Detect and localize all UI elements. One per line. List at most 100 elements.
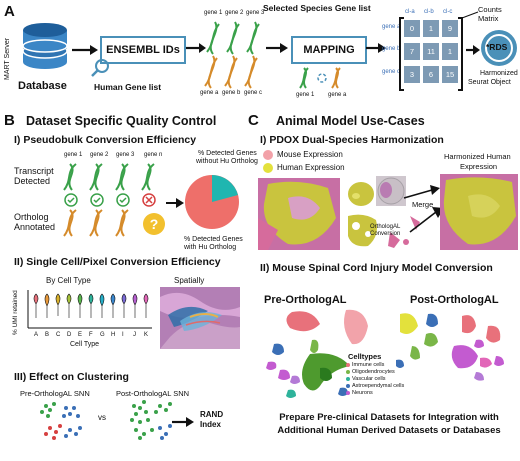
- species-gene-1: gene 1: [204, 10, 223, 16]
- svg-text:?: ?: [150, 216, 159, 232]
- spatial-tissue-image: [160, 287, 240, 349]
- cell-type-tick: E: [78, 332, 83, 338]
- legend-dot: [346, 363, 350, 367]
- ortholog-pie-chart: [185, 175, 239, 229]
- matrix-col-b: cl-b: [424, 9, 434, 15]
- harmonized-tissue: [440, 174, 518, 250]
- counts-matrix-pointer: [461, 11, 479, 19]
- cell-type-tick: C: [56, 332, 61, 338]
- arrow-to-pie: [166, 198, 184, 208]
- ensembl-ids-box: ENSEMBL IDs: [100, 36, 186, 64]
- celltype-legend-item: Vascular cells: [346, 376, 386, 382]
- cell-type-tick: H: [111, 332, 116, 338]
- mart-server-label: MART Server: [4, 37, 11, 80]
- celltype-legend-item: Oligodendrocytes: [346, 369, 395, 375]
- human-gene-c: gene c: [244, 90, 263, 96]
- orthologal-conversion-2: Conversion: [370, 231, 401, 237]
- panel-b-sub2: II) Single Cell/Pixel Conversion Efficie…: [14, 256, 221, 268]
- human-only-tissue: [348, 182, 374, 206]
- panel-c-letter: C: [248, 112, 259, 129]
- cell-type-tick: D: [67, 332, 72, 338]
- pie-slice-without-ortholog: [212, 175, 238, 202]
- matrix-row-c: gene c: [382, 69, 401, 75]
- spatially-label: Spatially: [174, 276, 205, 285]
- arrow-ensembl-genes: [186, 43, 206, 53]
- human-dna-icons: [204, 55, 258, 89]
- dual-species-tissue: [258, 178, 340, 250]
- pie-without-label-1: % Detected Genes: [198, 150, 257, 157]
- panel-b-title: Dataset Specific Quality Control: [26, 114, 217, 128]
- merge-arrow: [403, 185, 440, 199]
- matrix-cell: 1: [423, 20, 439, 37]
- transcript-detected-1: Transcript: [14, 166, 54, 176]
- human-expression-label: Human Expression: [277, 163, 345, 172]
- cell-type-tick: I: [122, 332, 124, 338]
- panel-b-letter: B: [4, 112, 15, 129]
- rand-label-1: RAND: [200, 410, 224, 419]
- post-snn-label: Post-OrthologAL SNN: [116, 389, 190, 398]
- matrix-cell: 6: [423, 66, 439, 83]
- violin-plot: [27, 290, 152, 329]
- matrix-cell: 1: [442, 43, 458, 60]
- legend-label: Neurons: [352, 390, 373, 396]
- y-axis-label: % UMI retained: [12, 290, 19, 335]
- panel-b-sub1: I) Pseudobulk Conversion Efficiency: [14, 134, 197, 146]
- matrix-col-a: cl-a: [405, 9, 415, 15]
- ortholog-dna-icons: [63, 209, 129, 237]
- pre-orthologal-label: Pre-OrthologAL: [264, 294, 347, 306]
- mapping-dna-icon: [299, 67, 341, 89]
- arrow-db-ensembl: [72, 45, 98, 55]
- transcript-dna-icons: [63, 163, 155, 191]
- cell-type-tick: B: [45, 332, 50, 338]
- cell-type-tick: A: [34, 332, 39, 338]
- mapping-box: MAPPING: [291, 36, 367, 64]
- database-icon: [22, 23, 68, 69]
- question-mark-icon: ?: [143, 213, 165, 235]
- x-axis-label: Cell Type: [70, 341, 100, 348]
- legend-dot: [346, 391, 350, 395]
- harmonized-label-1: Harmonized: [480, 70, 518, 77]
- magnifier-icon: [91, 59, 109, 77]
- vs-label: vs: [98, 413, 106, 422]
- cell-type-tick: G: [100, 332, 105, 338]
- matrix-cell: 7: [404, 43, 420, 60]
- pie-without-label-2: without Hu Ortholog: [196, 158, 258, 165]
- celltype-legend-item: Astroependymal cells: [346, 383, 404, 389]
- pre-snn-cluster: [40, 402, 82, 440]
- panel-c-title: Animal Model Use-Cases: [276, 114, 425, 128]
- post-snn-cluster: [130, 400, 172, 440]
- matrix-cell: 15: [442, 66, 458, 83]
- matrix-row-a: gene a: [382, 24, 401, 30]
- matrix-cell: 11: [423, 43, 439, 60]
- merge-label: Merge: [412, 200, 434, 209]
- cell-type-tick: J: [133, 332, 136, 338]
- ortholog-annotated-2: Annotated: [14, 222, 56, 232]
- species-dna-icons: [206, 21, 260, 55]
- check-icons: [64, 193, 156, 207]
- cell-type-tick: K: [144, 332, 149, 338]
- harmonized-human-label-1: Harmonized Human: [444, 152, 511, 161]
- legend-dot: [346, 377, 350, 381]
- database-label: Database: [18, 80, 67, 92]
- legend-label: Immune cells: [352, 362, 385, 368]
- orthologal-conversion-1: OrthologAL: [370, 224, 401, 230]
- rand-label-2: Index: [200, 420, 221, 429]
- pre-orthologal-umap: [266, 309, 368, 398]
- legend-label: Vascular cells: [352, 376, 386, 382]
- by-cell-type-label: By Cell Type: [46, 276, 91, 285]
- gene-label-1: gene 1: [64, 152, 83, 158]
- matrix-cell: 0: [404, 20, 420, 37]
- post-orthologal-label: Post-OrthologAL: [410, 294, 499, 306]
- gene-label-3: gene 3: [116, 152, 135, 158]
- pre-snn-label: Pre-OrthologAL SNN: [20, 389, 90, 398]
- merge-arrow-lower: [409, 207, 444, 233]
- harmonized-label-2: Seurat Object: [468, 79, 511, 86]
- legend-dot: [346, 384, 350, 388]
- species-gene-3: gene 3: [246, 10, 265, 16]
- human-legend-dot: [263, 163, 273, 173]
- selected-species-gene-list-label: Selected Species Gene list: [263, 3, 371, 13]
- footer-line-1: Prepare Pre-clinical Datasets for Integr…: [279, 412, 499, 423]
- arrow-mapping-matrix: [366, 43, 386, 53]
- matrix-col-c: cl-c: [443, 9, 453, 15]
- arrow-matrix-rds: [466, 45, 480, 55]
